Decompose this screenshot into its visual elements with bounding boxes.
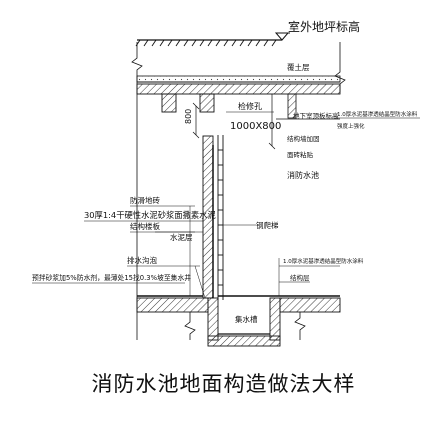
sump-label: 集水槽: [235, 314, 258, 324]
water-stop-label: 水泥层: [170, 232, 193, 242]
access-hole-beam-right: [199, 93, 215, 113]
sump-pit: [207, 297, 281, 347]
anti-slip-floor-label: 防滑地砖: [130, 195, 160, 205]
waterproof-top-label: 1.0厚水泥基渗透结晶型防水涂料: [337, 110, 418, 118]
access-hole-beam-left: [161, 93, 177, 113]
cover-soil-layer: [136, 75, 341, 83]
steel-ladder: [217, 135, 224, 300]
basement-top-label: 地下室顶板标高: [293, 111, 339, 120]
wall-note-2: 面砖粘贴: [287, 150, 314, 159]
outdoor-grade-line: [135, 32, 290, 47]
steel-ladder-label: 钢爬梯: [256, 220, 279, 230]
dim-800: 800: [184, 109, 193, 124]
diagram-caption: 消防水池地面构造做法大样: [91, 372, 356, 396]
top-slab: [136, 83, 341, 95]
waterproof-bottom-label: 1.0厚水泥基渗透结晶型防水涂料: [283, 257, 364, 265]
waterproof-top-label-2: 强度上强化: [337, 122, 365, 130]
slope-note-label: 预拌砂浆加5%防水剂，最薄处15找0.3%坡至集水井: [32, 273, 191, 282]
cover-soil-label: 覆土层: [287, 62, 310, 72]
access-hole-label: 检修孔: [238, 101, 262, 111]
access-hole-size: 1000X800: [230, 121, 281, 132]
mortar-layer-label: 30厚1:4干硬性水泥砂浆面撒素水泥: [84, 210, 216, 220]
outdoor-grade-label: 室外地坪标高: [288, 19, 360, 34]
left-floor-slab: [136, 297, 209, 313]
fire-pool-label: 消防水池: [287, 170, 319, 180]
structure-floor-label: 结构楼板: [130, 221, 160, 231]
structure-layer-label: 结构层: [290, 273, 310, 282]
right-upper-wall: [287, 93, 297, 119]
right-floor-slab: [279, 297, 341, 313]
drain-ditch-label: 排水沟泡: [127, 255, 157, 265]
wall-note-1: 结构墙加固: [287, 134, 320, 143]
